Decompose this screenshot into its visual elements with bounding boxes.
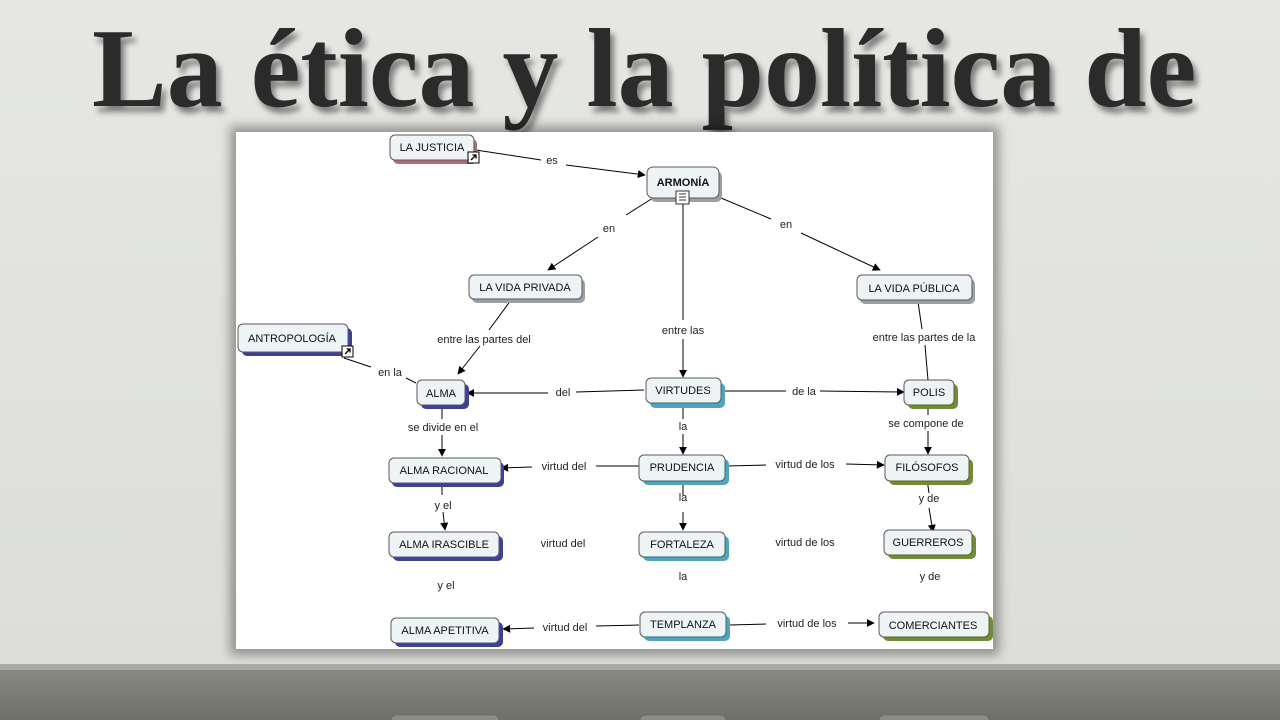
link-arrow-icon: [467, 151, 480, 164]
link-label: la: [679, 421, 688, 433]
footer-bar: [0, 664, 1280, 720]
link-label: virtud del: [541, 538, 586, 550]
connector: [595, 624, 640, 627]
connector: [475, 149, 542, 161]
node-alma-racional: ALMA RACIONAL: [388, 457, 504, 487]
link-label: se compone de: [888, 418, 963, 430]
link-label: y el: [434, 500, 451, 512]
concept-map-image: es en en entre las partes del entre las …: [236, 132, 993, 649]
connector: [625, 197, 654, 216]
connector: [565, 164, 646, 179]
connector: [845, 460, 885, 469]
node-label: LA VIDA PRIVADA: [479, 282, 571, 294]
node-label: FORTALEZA: [650, 539, 714, 551]
connector: [575, 389, 645, 393]
node-alma-irascible: ALMA IRASCIBLE: [388, 531, 503, 561]
node-vida-publica: LA VIDA PÚBLICA: [856, 274, 975, 304]
image-reflection: [236, 664, 993, 720]
node-label: POLIS: [913, 387, 945, 399]
node-comerciantes: COMERCIANTES: [878, 611, 993, 641]
link-label: virtud de los: [775, 537, 835, 549]
node-alma: ALMA: [416, 379, 469, 409]
document-icon: [675, 190, 690, 205]
node-virtudes: VIRTUDES: [645, 377, 725, 408]
link-label: en la: [378, 367, 403, 379]
link-label: y el: [437, 580, 454, 592]
connector: [819, 387, 905, 396]
node-filosofos: FILÓSOFOS: [884, 454, 973, 485]
node-label: ALMA RACIONAL: [400, 465, 489, 477]
connector: [547, 236, 599, 271]
connector: [917, 301, 923, 330]
connector: [500, 463, 533, 472]
connector: [502, 624, 535, 633]
link-label: la: [679, 492, 688, 504]
node-justicia: LA JUSTICIA: [389, 134, 480, 164]
link-label: virtud de los: [777, 618, 837, 630]
node-label: ALMA APETITIVA: [401, 625, 489, 637]
link-label: en: [780, 219, 792, 231]
link-label: y de: [920, 571, 941, 583]
connector: [927, 507, 936, 533]
node-antropologia: ANTROPOLOGÍA: [237, 323, 354, 358]
link-label: entre las: [662, 325, 705, 337]
connector: [405, 377, 417, 384]
link-label: de la: [792, 386, 817, 398]
node-templanza: TEMPLANZA: [639, 611, 730, 641]
link-arrow-icon: [341, 345, 354, 358]
node-label: ALMA: [426, 388, 457, 400]
link-label: virtud del: [542, 461, 587, 473]
node-polis: POLIS: [903, 379, 958, 409]
link-label: virtud del: [543, 622, 588, 634]
node-label: GUERREROS: [893, 537, 964, 549]
link-label: es: [546, 155, 558, 167]
connector: [343, 357, 372, 368]
connector: [440, 511, 449, 531]
node-label: VIRTUDES: [655, 385, 710, 397]
connector: [488, 299, 512, 331]
slide-title: La ética y la política de: [92, 7, 1197, 131]
node-label: LA VIDA PÚBLICA: [868, 282, 960, 295]
connector: [457, 345, 481, 375]
link-labels: es en en entre las partes del entre las …: [378, 155, 976, 634]
node-label: ARMONÍA: [657, 176, 710, 189]
link-label: entre las partes del: [437, 334, 531, 346]
node-guerreros: GUERREROS: [883, 529, 976, 559]
connector: [729, 623, 767, 626]
connector: [725, 464, 767, 467]
connector: [924, 344, 929, 381]
connectors: [343, 149, 936, 633]
node-label: COMERCIANTES: [889, 620, 978, 632]
link-label: entre las partes de la: [873, 332, 977, 344]
node-label: FILÓSOFOS: [896, 461, 959, 474]
node-fortaleza: FORTALEZA: [638, 531, 729, 561]
link-label: la: [679, 571, 688, 583]
node-armonia: ARMONÍA: [646, 166, 722, 205]
connector: [720, 197, 772, 220]
node-label: LA JUSTICIA: [400, 142, 465, 154]
node-label: ALMA IRASCIBLE: [399, 539, 489, 551]
concept-map: es en en entre las partes del entre las …: [237, 134, 993, 647]
link-label: y de: [919, 493, 940, 505]
node-label: ANTROPOLOGÍA: [248, 332, 337, 345]
node-label: TEMPLANZA: [650, 619, 717, 631]
link-label: se divide en el: [408, 422, 478, 434]
link-label: en: [603, 223, 615, 235]
node-prudencia: PRUDENCIA: [638, 454, 729, 485]
link-label: del: [556, 387, 571, 399]
footer-highlight: [0, 664, 1280, 670]
connector: [800, 232, 881, 271]
node-label: PRUDENCIA: [650, 462, 715, 474]
node-alma-apetitiva: ALMA APETITIVA: [390, 617, 503, 647]
link-label: virtud de los: [775, 459, 835, 471]
node-vida-privada: LA VIDA PRIVADA: [468, 274, 585, 303]
